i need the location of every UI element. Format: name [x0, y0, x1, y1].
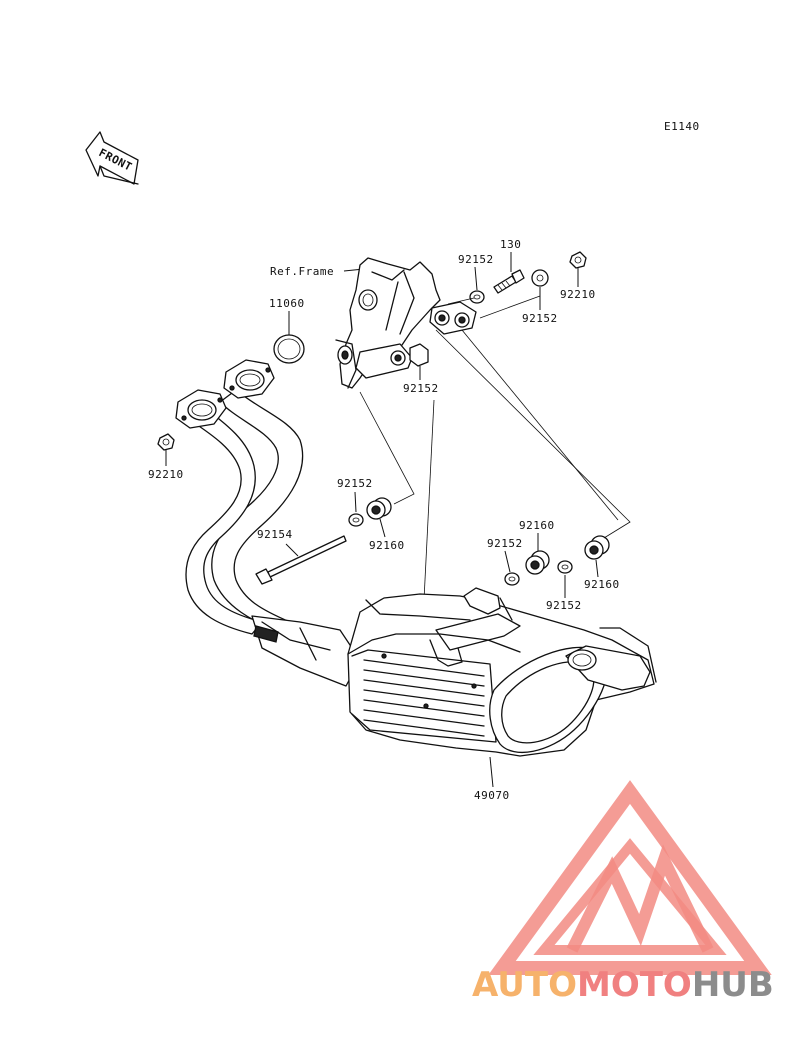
part-label-130: 130 — [500, 238, 521, 251]
watermark-word-moto: MOTO — [577, 965, 692, 1005]
damper-92160-right-a — [525, 550, 550, 575]
washer-92152-right-b — [557, 560, 573, 574]
collar-92152-top-right — [531, 269, 549, 287]
nut-92210-left — [157, 433, 175, 451]
washer-92152-top-left — [469, 290, 485, 304]
part-label-92152-e: 92152 — [487, 537, 523, 550]
watermark-text: AUTOMOTOHUB — [472, 965, 774, 1005]
part-label-92152-a: 92152 — [458, 253, 494, 266]
gasket-11060 — [273, 334, 305, 364]
frame-bracket — [335, 257, 477, 389]
bolt-92154 — [255, 535, 347, 585]
automotohub-watermark: AUTOMOTOHUB — [472, 780, 774, 1005]
watermark-word-auto: AUTO — [472, 965, 577, 1005]
bolt-130 — [493, 269, 525, 294]
collar-92152-lower-plate — [409, 343, 429, 367]
part-label-92210-left: 92210 — [148, 468, 184, 481]
part-label-92160-a: 92160 — [369, 539, 405, 552]
triangle-logo-icon — [488, 780, 772, 975]
washer-92152-right-a — [504, 572, 520, 586]
damper-92160-right-b — [584, 535, 610, 560]
diagram-code: E1140 — [664, 120, 700, 133]
nut-92210-top — [569, 251, 587, 269]
part-label-92152-f: 92152 — [546, 599, 582, 612]
part-label-92154: 92154 — [257, 528, 293, 541]
part-label-92210-top: 92210 — [560, 288, 596, 301]
part-label-49070: 49070 — [474, 789, 510, 802]
part-label-92152-d: 92152 — [337, 477, 373, 490]
exhaust-header-pipes — [175, 359, 361, 687]
part-label-11060: 11060 — [269, 297, 305, 310]
damper-92160-middle — [366, 497, 392, 520]
part-label-92152-c: 92152 — [403, 382, 439, 395]
muffler-49070 — [347, 587, 657, 757]
part-label-92152-b: 92152 — [522, 312, 558, 325]
part-label-92160-c: 92160 — [584, 578, 620, 591]
assembly-guide-lines — [359, 295, 631, 641]
washer-92152-middle — [348, 513, 364, 527]
watermark-word-hub: HUB — [692, 965, 774, 1005]
part-label-92160-b: 92160 — [519, 519, 555, 532]
front-arrow-icon: FRONT — [85, 131, 139, 185]
ref-frame-label: Ref.Frame — [270, 265, 334, 278]
